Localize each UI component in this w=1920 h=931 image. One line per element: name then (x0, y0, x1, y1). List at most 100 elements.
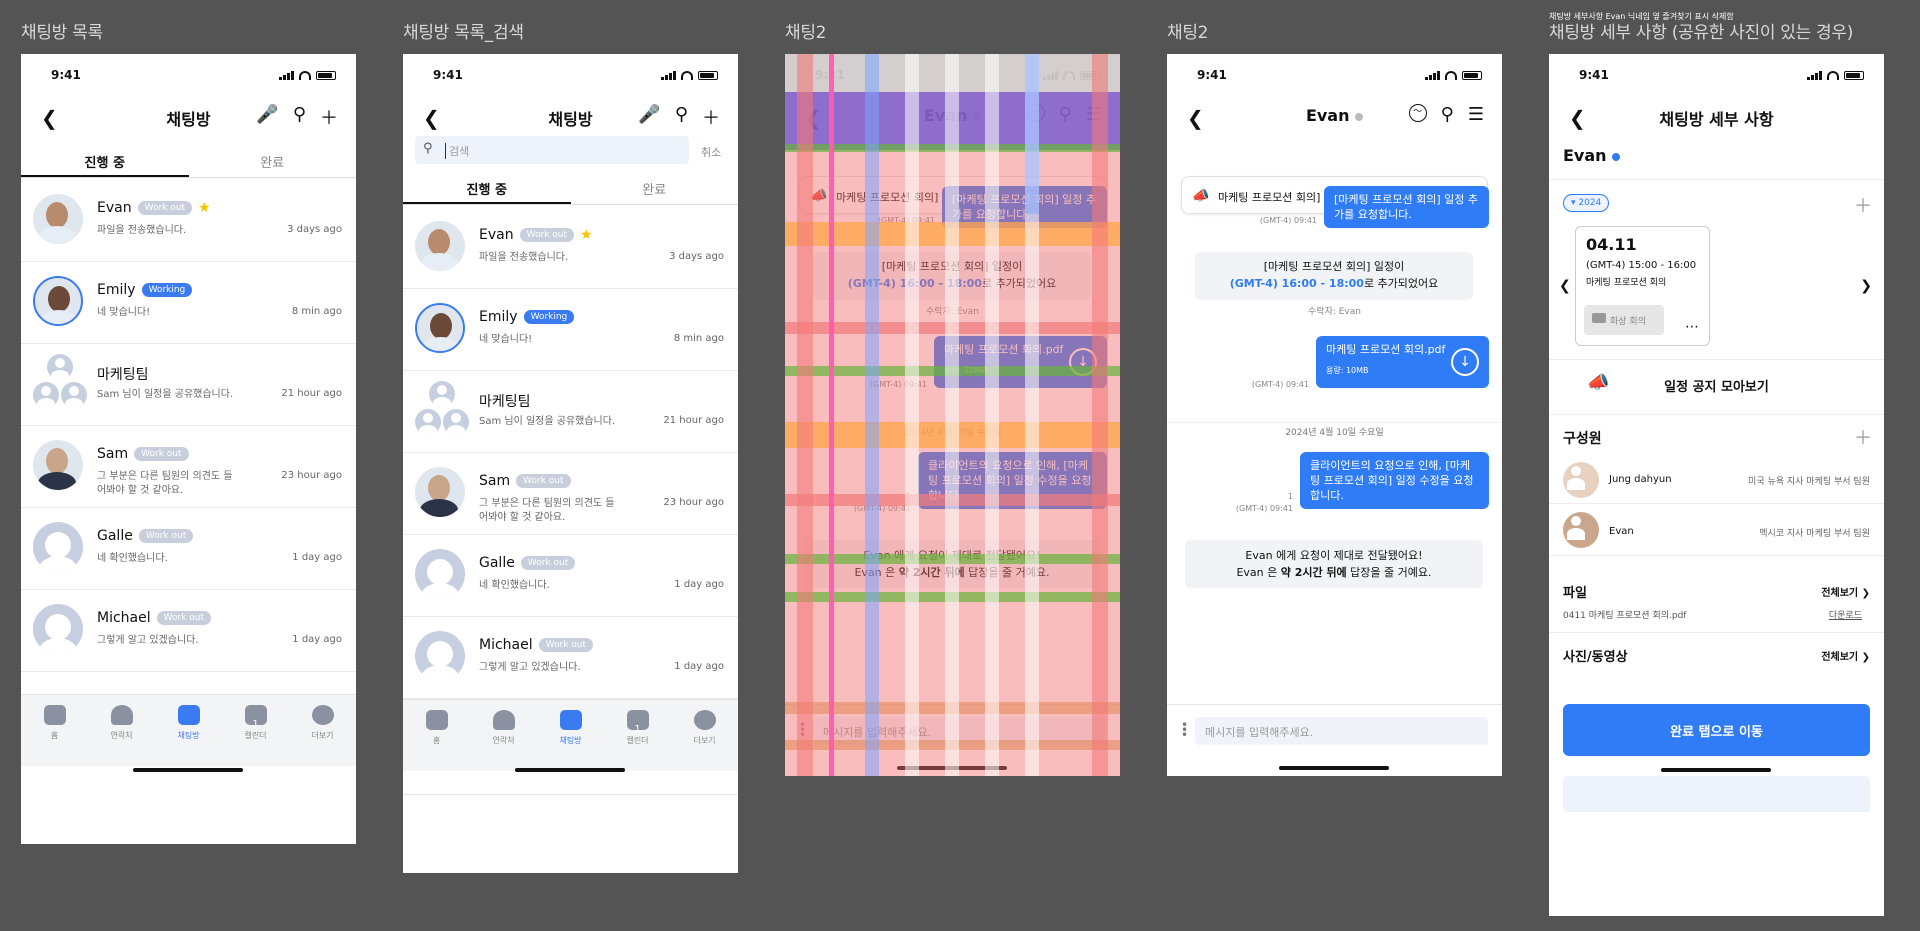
plus-icon[interactable]: ＋ (320, 108, 338, 129)
read-count: 1 (1287, 492, 1293, 501)
status-dot (973, 112, 982, 121)
more-horizontal-icon[interactable]: ⋯ (1685, 319, 1699, 335)
file-bubble[interactable]: 마케팅 프로모션 회의.pdf 용량: 10MB ↓ (1316, 336, 1489, 388)
search-icon[interactable]: ⚲ (674, 104, 688, 125)
nav-chat[interactable]: 채팅방 (155, 695, 222, 766)
tab-done[interactable]: 완료 (260, 156, 285, 171)
frame-title-chat-overlay: 채팅2 (785, 23, 827, 43)
avatar (33, 522, 83, 572)
nav-contacts[interactable]: 연락처 (470, 700, 537, 771)
tabs: 진행 중 완료 (21, 144, 356, 178)
nav-more[interactable]: 더보기 (289, 695, 356, 766)
more-vertical-icon[interactable]: ••• (799, 718, 807, 742)
search-icon[interactable]: ⚲ (1440, 104, 1454, 125)
message-meta: (GMT-4) 09:41 (1251, 380, 1309, 389)
download-link[interactable]: 다운로드 (1828, 611, 1862, 621)
page-title: 채팅방 세부 사항 (1659, 110, 1774, 129)
message-input[interactable]: 메시지를 입력해주세요. (1195, 717, 1488, 745)
status-badge: Work out (520, 556, 576, 570)
chat-icon (177, 705, 200, 725)
nav-home[interactable]: 홈 (21, 695, 88, 766)
schedule-card[interactable]: 04.11 (GMT-4) 15:00 - 16:00 마케팅 프로모션 회의 … (1575, 226, 1710, 346)
notice-all-button[interactable]: 일정 공지 모아보기 (1664, 380, 1769, 395)
favorite-star-icon[interactable]: ★ (579, 227, 593, 243)
mic-icon[interactable]: 🎤 (256, 104, 279, 125)
message-bubble[interactable]: 클라이언트의 요청으로 인해, [마케팅 프로모션 회의] 일정 수정을 요청합… (918, 452, 1107, 509)
search-input[interactable]: 검색 (445, 143, 469, 159)
search-icon[interactable]: ⚲ (1058, 104, 1072, 125)
download-icon[interactable]: ↓ (1451, 348, 1479, 376)
tab-in-progress[interactable]: 진행 중 (403, 171, 571, 204)
back-icon[interactable]: ❮ (41, 106, 58, 130)
frame-title-chat: 채팅2 (1167, 23, 1209, 43)
member-row[interactable]: Jung dahyun 미국 뉴욕 지사 마케팅 부서 팀원 (1549, 452, 1884, 504)
add-schedule-icon[interactable]: ＋ (1854, 196, 1872, 217)
back-icon[interactable]: ❮ (1569, 106, 1586, 130)
year-chip[interactable]: ▾ 2024 (1563, 194, 1610, 212)
message-input[interactable]: 메시지를 입력해주세요. (813, 717, 1106, 745)
more-vertical-icon[interactable]: ••• (1181, 718, 1189, 742)
add-member-icon[interactable]: ＋ (1854, 428, 1872, 449)
system-message: Evan 에게 요청이 제대로 전달됐어요! Evan 은 약 2시간 뒤에 답… (803, 540, 1101, 588)
message-bubble[interactable]: [마케팅 프로모션 회의] 일정 추가를 요청합니다. (942, 186, 1107, 228)
menu-icon[interactable]: ☰ (1085, 104, 1102, 125)
status-badge: Work out (519, 228, 574, 242)
avatar (33, 440, 83, 490)
favorite-star-icon[interactable]: ★ (197, 200, 211, 216)
message-bubble[interactable]: 클라이언트의 요청으로 인해, [마케팅 프로모션 회의] 일정 수정을 요청합… (1300, 452, 1489, 509)
media-see-all-link[interactable]: 전체보기 ❯ (1821, 652, 1870, 663)
chat-list-preview: 네 확인했습니다. (479, 580, 550, 591)
more-icon (693, 710, 716, 730)
mic-icon[interactable]: 🎤 (638, 104, 661, 125)
tab-in-progress[interactable]: 진행 중 (21, 144, 189, 177)
plus-icon[interactable]: ＋ (702, 108, 720, 129)
member-row[interactable]: Evan 멕시코 지사 마케팅 부서 팀원 (1549, 504, 1884, 556)
menu-icon[interactable]: ☰ (1467, 104, 1484, 125)
video-meeting-button[interactable]: 화상 회의 (1584, 305, 1664, 335)
file-bubble[interactable]: 마케팅 프로모션 회의.pdf 용량: 10MB ↓ (934, 336, 1107, 388)
file-item: 0411 마케팅 프로모션 회의.pdf (1563, 611, 1687, 621)
chat-list-time: 1 day ago (292, 552, 342, 563)
go-to-done-tab-button[interactable]: 완료 탭으로 이동 (1563, 704, 1870, 756)
translate-icon[interactable]: 〜 (1026, 104, 1045, 122)
search-icon[interactable]: ⚲ (292, 104, 306, 125)
tab-done[interactable]: 완료 (642, 183, 667, 198)
search-cancel-button[interactable]: 취소 (701, 146, 722, 159)
nav-more[interactable]: 더보기 (671, 700, 738, 771)
chevron-left-icon[interactable]: ❮ (1559, 278, 1571, 294)
members-title: 구성원 (1563, 431, 1602, 447)
search-box[interactable]: ⚲ 검색 (415, 136, 689, 164)
translate-icon[interactable]: 〜 (1408, 104, 1427, 122)
files-see-all-link[interactable]: 전체보기 ❯ (1821, 588, 1870, 599)
nav-contacts[interactable]: 연락처 (88, 695, 155, 766)
download-icon[interactable]: ↓ (1069, 348, 1097, 376)
status-bar: 9:41 (1549, 68, 1884, 84)
back-icon[interactable]: ❮ (1187, 106, 1204, 130)
avatar (1563, 512, 1599, 548)
chat-header: ❮ Evan 〜 ⚲ ☰ (785, 94, 1120, 138)
home-indicator (897, 766, 1007, 770)
back-icon[interactable]: ❮ (423, 106, 440, 130)
header: ❮ 채팅방 🎤 ⚲ ＋ (403, 94, 738, 138)
chevron-right-icon[interactable]: ❯ (1860, 278, 1872, 294)
message-bubble[interactable]: [마케팅 프로모션 회의] 일정 추가를 요청합니다. (1324, 186, 1489, 228)
nav-chat[interactable]: 채팅방 (537, 700, 604, 771)
nav-home[interactable]: 홈 (403, 700, 470, 771)
system-message: [마케팅 프로모션 회의] 일정이 (GMT-4) 16:00 - 18:00로… (1195, 252, 1473, 300)
